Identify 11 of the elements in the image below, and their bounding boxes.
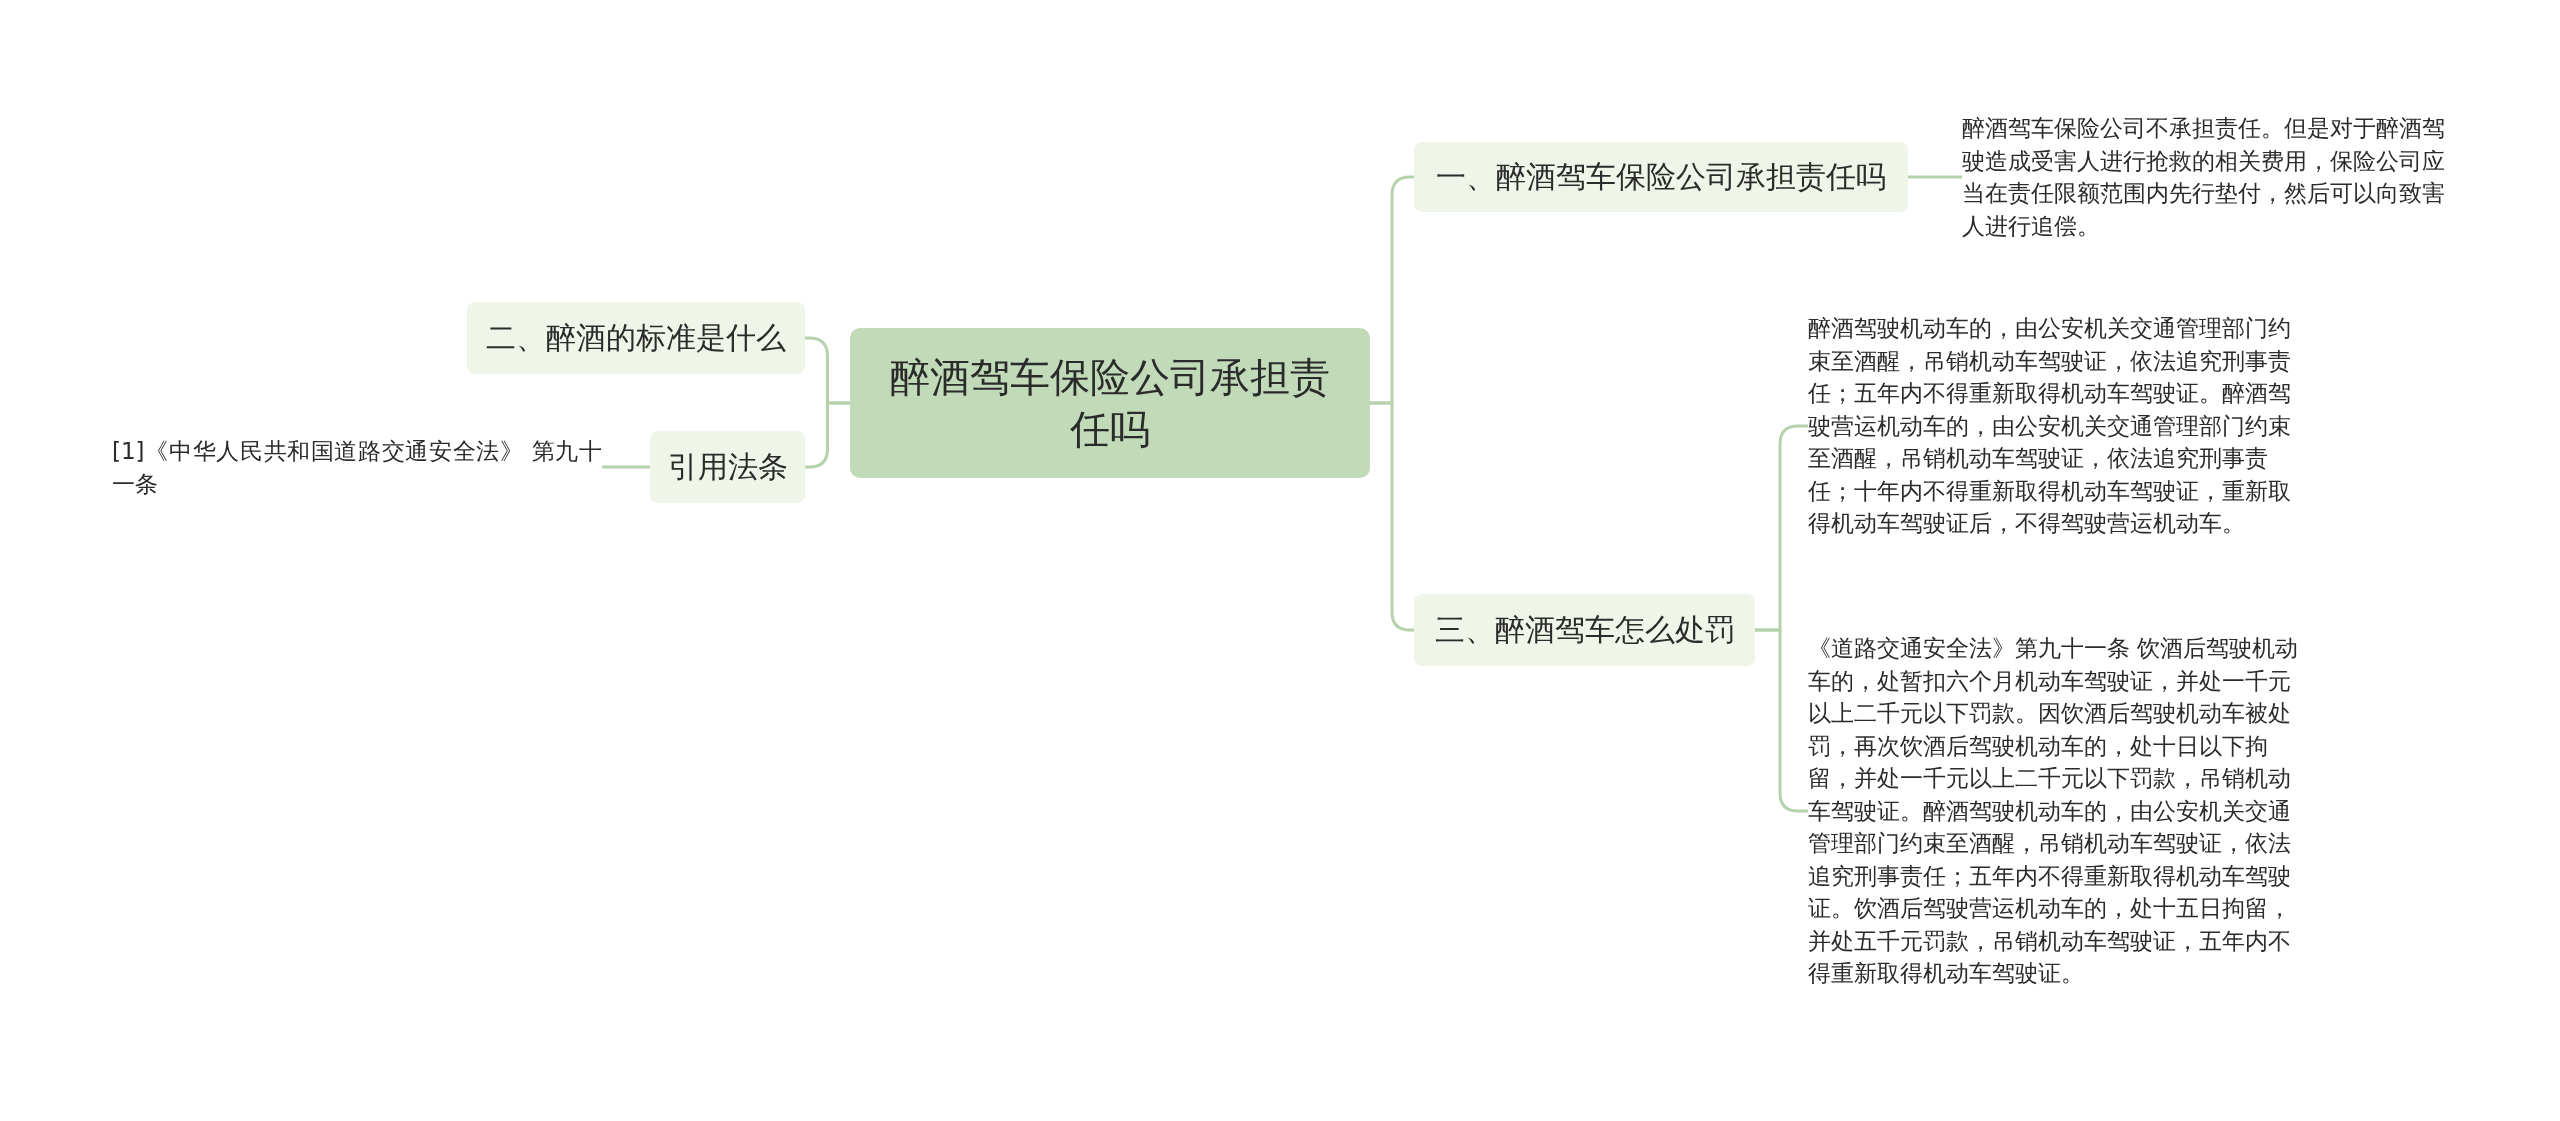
- topic-box: 引用法条: [650, 431, 805, 503]
- note-text: 醉酒驾驶机动车的，由公安机关交通管理部门约束至酒醒，吊销机动车驾驶证，依法追究刑事责任；五年内不得重新取得机动车驾驶证。醉酒驾驶营运机动车的，由公安机关交通管理部门约束至酒醒，吊销机动车驾驶证，依法追究刑事责任；十年内不得重新取得机动车驾驶证，重新取得机动车驾驶证后，不得驾驶营运机动车。: [1808, 312, 2303, 540]
- note-text: [1]《中华人民共和国道路交通安全法》 第九十一条: [112, 435, 602, 500]
- topic-box: 三、醉酒驾车怎么处罚: [1414, 594, 1755, 666]
- note-text: 醉酒驾车保险公司不承担责任。但是对于醉酒驾驶造成受害人进行抢救的相关费用，保险公司应当在责任限额范围内先行垫付，然后可以向致害人进行追偿。: [1962, 112, 2457, 242]
- connector-line: [602, 465, 650, 469]
- central-topic-box: 醉酒驾车保险公司承担责任吗: [850, 328, 1370, 478]
- connector-line: [1908, 175, 1962, 179]
- note-text: 《道路交通安全法》第九十一条 饮酒后驾驶机动车的，处暂扣六个月机动车驾驶证，并处一千元以上二千元以下罚款。因饮酒后驾驶机动车被处罚，再次饮酒后驾驶机动车的，处十日以下拘留，并处一千元以上二千元以下罚款，吊销机动车驾驶证。醉酒驾驶机动车的，由公安机关交通管理部门约束至酒醒，吊销机动车驾驶证，依法追究刑事责任；五年内不得重新取得机动车驾驶证。饮酒后驾驶营运机动车的，处十五日拘留，并处五千元罚款，吊销机动车驾驶证，五年内不得重新取得机动车驾驶证。: [1808, 632, 2303, 990]
- topic-box: 二、醉酒的标准是什么: [467, 302, 805, 374]
- topic-box: 一、醉酒驾车保险公司承担责任吗: [1414, 142, 1908, 212]
